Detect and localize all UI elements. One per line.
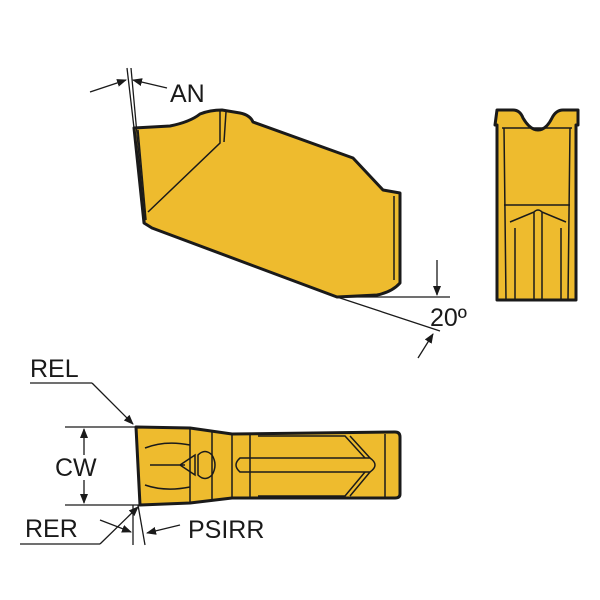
cw-label: CW: [55, 454, 97, 482]
angle-label: 20º: [430, 304, 467, 332]
an-label: AN: [170, 80, 205, 108]
side-view-insert: [132, 108, 402, 299]
top-dimensions: CW REL RER PSIRR: [20, 355, 264, 546]
psirr-label: PSIRR: [188, 516, 264, 544]
an-dimension: AN: [89, 67, 205, 223]
rer-label: RER: [25, 515, 78, 543]
rel-label: REL: [30, 355, 79, 383]
angle-dimension: 20º: [336, 260, 467, 359]
top-view-insert: [134, 425, 402, 507]
end-view-insert: [493, 108, 580, 302]
